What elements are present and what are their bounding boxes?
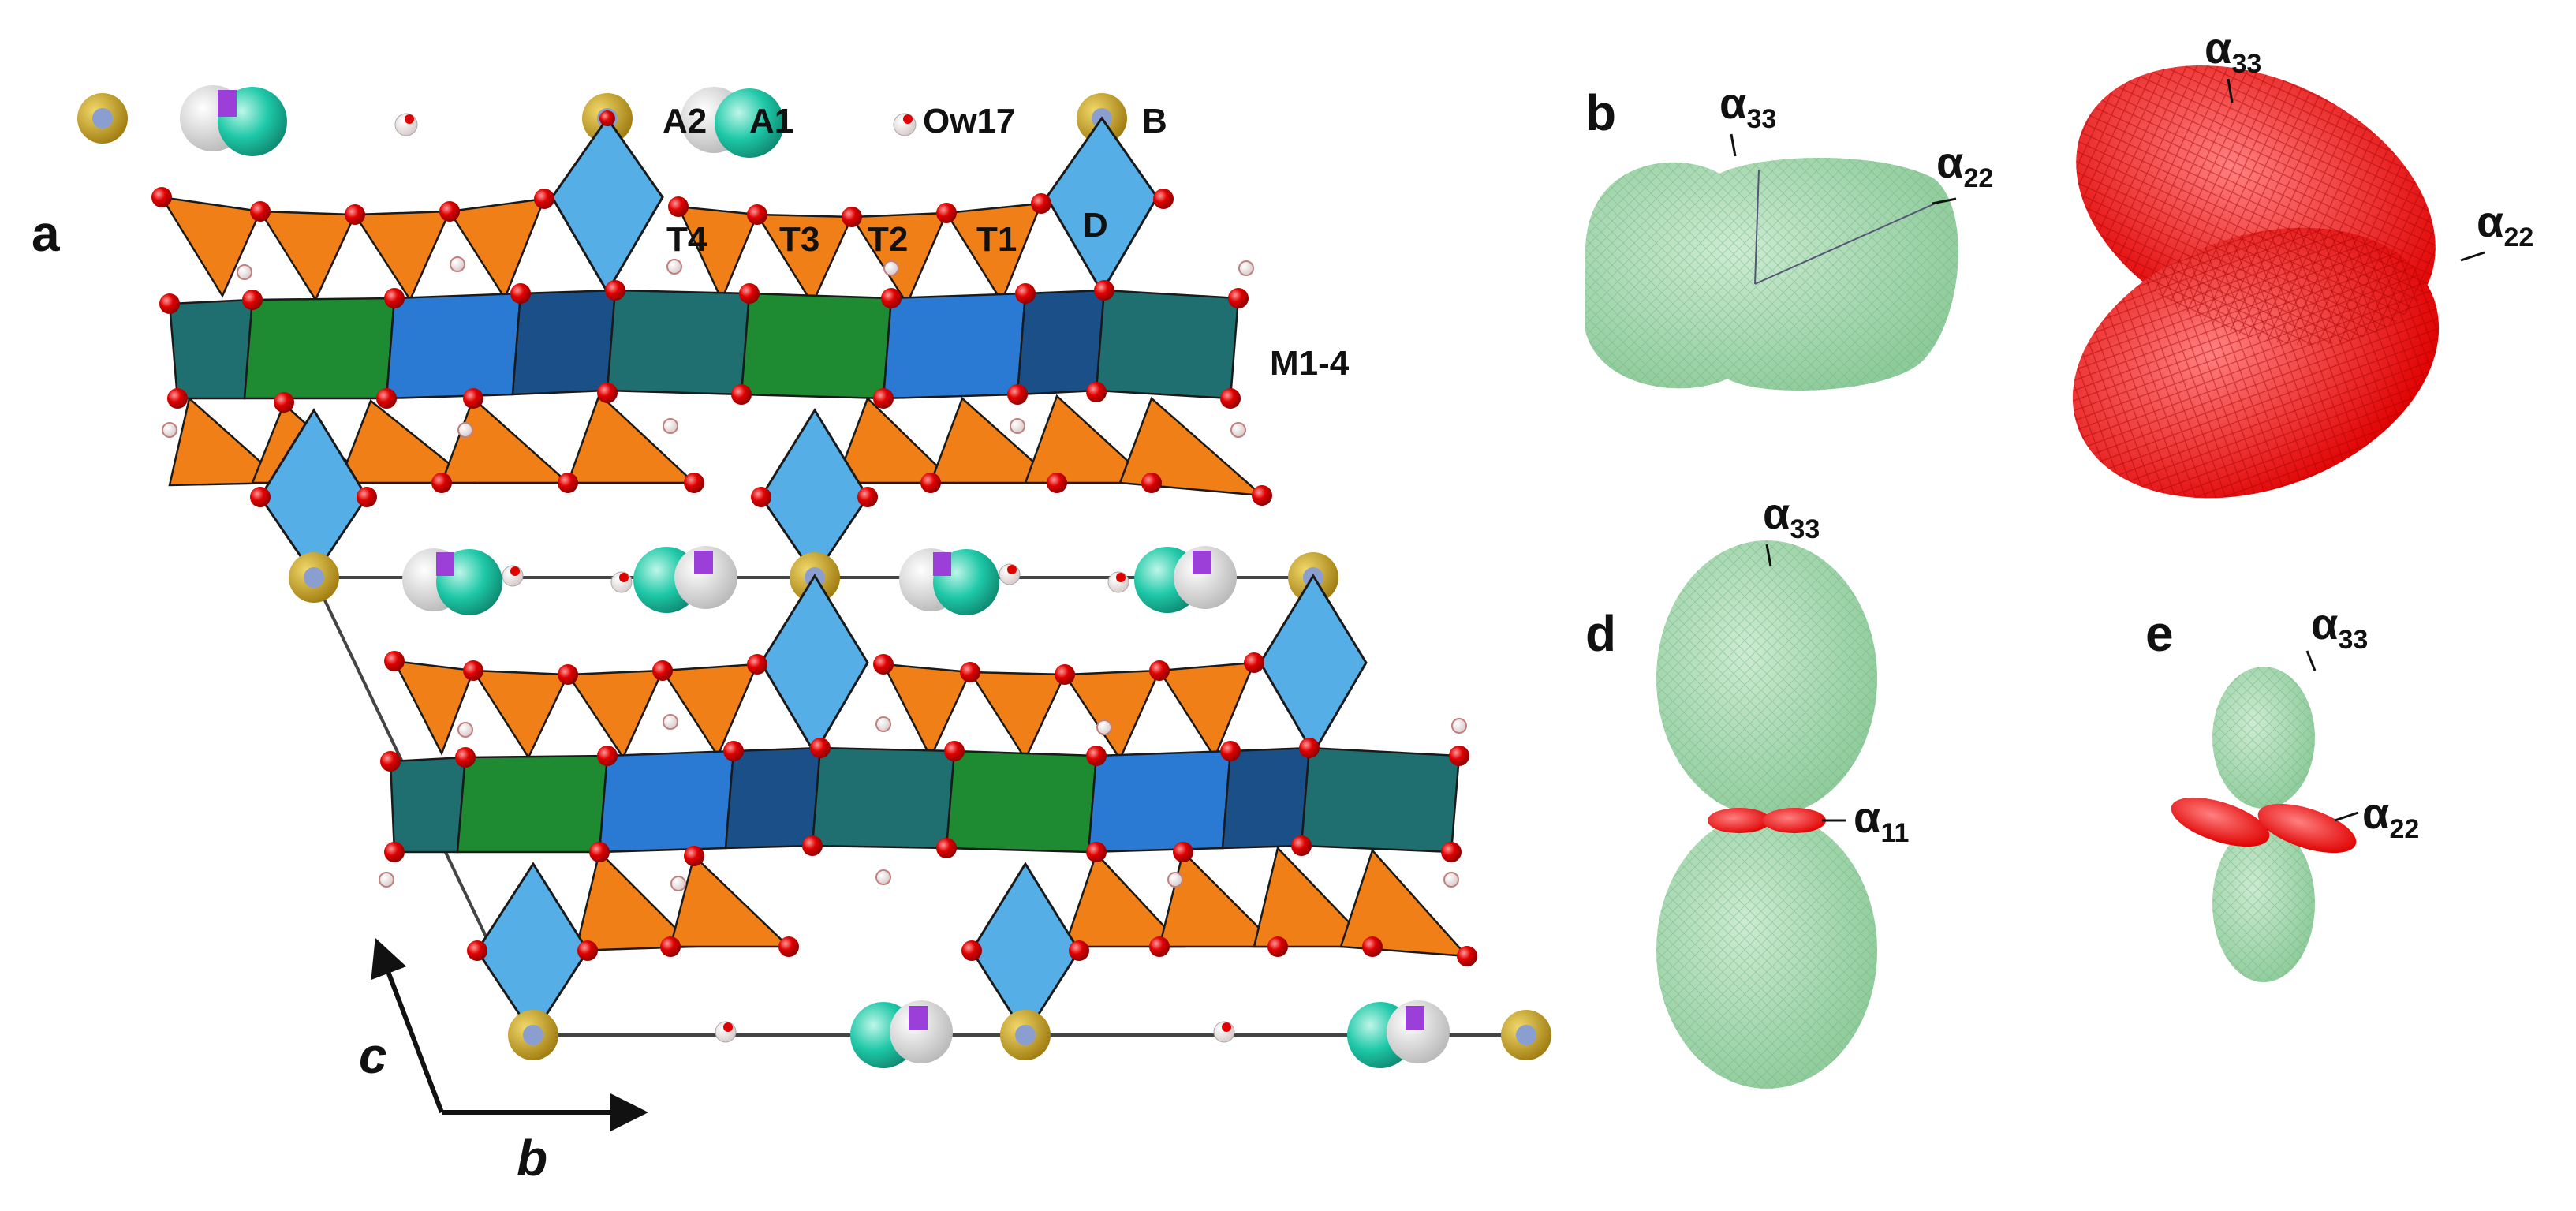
alpha33-label: α33 — [1719, 78, 1776, 134]
oxygen-atoms — [380, 651, 1477, 966]
d-octahedron — [259, 408, 869, 578]
a-site-atom — [681, 87, 784, 158]
hydroxyl-hydrogens — [379, 714, 1467, 891]
alpha22-label: α22 — [2362, 788, 2419, 844]
a-site-atom — [1347, 1000, 1450, 1068]
interlayer-bottom — [508, 1000, 1551, 1068]
b-site-atom — [77, 93, 128, 144]
panel-a-structure: c b a A2 A1 Ow17 B T4 T3 T2 T1 D M1-4 — [32, 85, 1551, 1187]
label-a2: A2 — [663, 102, 707, 140]
b-site-atom — [1501, 1010, 1551, 1060]
polarizability-surface-red — [2171, 797, 2357, 854]
label-t2: T2 — [868, 220, 908, 259]
water-molecule — [610, 571, 633, 593]
alpha33-label: α33 — [1763, 488, 1820, 544]
panel-d-tensor: d α33 α11 — [1585, 488, 1909, 1089]
water-molecule — [715, 1021, 737, 1043]
water-molecule — [394, 113, 418, 136]
m-octahedra-band — [389, 746, 1461, 854]
panel-c-tensor: c α33 α22 — [2072, 23, 2533, 499]
alpha33-label: α33 — [2311, 599, 2368, 655]
a-site-atom — [633, 546, 737, 613]
alpha22-leader — [2334, 811, 2359, 822]
alpha22-label: α22 — [1936, 137, 1993, 193]
axis-label-c: c — [359, 1027, 387, 1084]
water-molecule — [502, 565, 524, 587]
label-d: D — [1083, 206, 1108, 245]
alpha33-leader — [1765, 544, 1772, 567]
b-site-atom — [508, 1010, 558, 1060]
b-site-atom — [289, 552, 339, 603]
water-molecule — [999, 563, 1021, 585]
panel-e-tensor: e α33 α22 — [2145, 599, 2419, 982]
hydroxyl-hydrogens — [162, 256, 1254, 438]
label-t4: T4 — [666, 220, 707, 259]
panel-label-a: a — [32, 205, 60, 262]
label-b: B — [1142, 102, 1167, 140]
alpha33-leader — [2227, 78, 2234, 103]
axis-arrows — [371, 937, 648, 1131]
tetrahedra-row — [168, 392, 1265, 497]
d-octahedron — [551, 116, 1159, 294]
b-site-atom — [1000, 1010, 1051, 1060]
label-ow17: Ow17 — [923, 102, 1015, 140]
interlayer-top — [77, 85, 1127, 158]
tetrahedra-row — [574, 846, 1470, 958]
label-t3: T3 — [779, 220, 819, 259]
tot-layer-lower — [379, 574, 1477, 1037]
label-m1-4: M1-4 — [1270, 344, 1350, 383]
alpha22-leader — [1932, 197, 1957, 205]
polarizability-surface-red — [1708, 808, 1826, 833]
a-site-atom — [1134, 546, 1237, 613]
tetrahedra-row — [392, 660, 1256, 761]
axis-label-b: b — [517, 1130, 547, 1187]
water-molecule — [1107, 571, 1129, 593]
alpha11-label: α11 — [1854, 792, 1909, 848]
polarizability-surface-red — [2072, 65, 2440, 499]
alpha22-label: α22 — [2477, 196, 2533, 252]
panel-b-tensor: b α33 α22 — [1585, 78, 1993, 391]
panel-label-e: e — [2145, 605, 2174, 662]
water-molecule — [1213, 1021, 1235, 1043]
m-octahedra-band — [168, 289, 1240, 400]
a-site-atom — [180, 85, 287, 156]
polarizability-surface-green — [1656, 540, 1877, 1089]
d-octahedron — [476, 862, 1081, 1037]
water-molecule — [893, 113, 917, 136]
panel-label-b: b — [1585, 84, 1616, 141]
alpha22-leader — [2460, 251, 2485, 262]
alpha33-label: α33 — [2205, 23, 2261, 79]
polarizability-surface-green — [1585, 158, 1958, 391]
a-site-atom — [899, 548, 999, 615]
a-site-atom — [850, 1000, 953, 1068]
tot-layer-upper — [151, 110, 1272, 584]
alpha33-leader — [1730, 133, 1737, 157]
alpha33-leader — [2305, 650, 2317, 671]
polarizability-surface-green — [2212, 667, 2315, 982]
oxygen-atoms — [151, 110, 1272, 584]
tetrahedra-row — [159, 196, 1043, 306]
panel-label-d: d — [1585, 605, 1616, 662]
label-a1: A1 — [749, 102, 793, 140]
a-site-atom — [402, 548, 502, 615]
label-t1: T1 — [976, 220, 1017, 259]
